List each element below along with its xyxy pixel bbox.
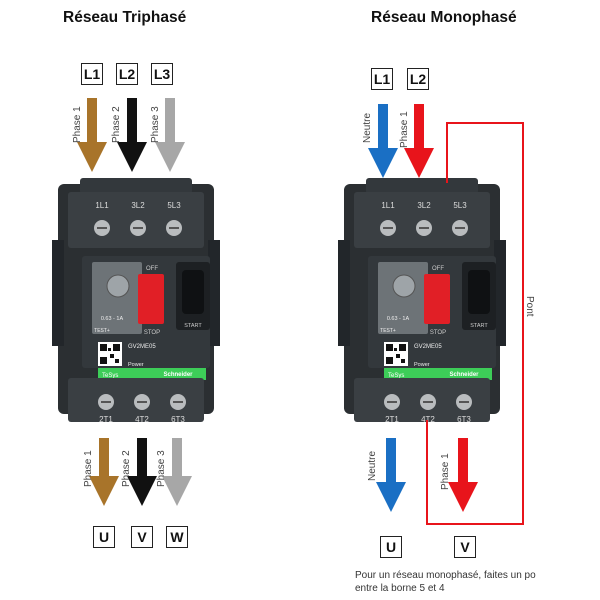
arrow-shaft xyxy=(386,438,396,484)
terminal-5l3: 5L3 xyxy=(453,201,467,210)
neutral-top-arrow xyxy=(368,104,398,178)
bridge-label: Pont xyxy=(524,296,535,317)
title-monophase: Réseau Monophasé xyxy=(371,9,517,26)
motor-circuit-breaker-left: 1L1 3L2 5L3 0.63 - 1A TEST+ OFF STOP STA… xyxy=(52,178,220,424)
neutral-bottom-label: Neutre xyxy=(367,450,378,481)
phase1-top-arrow-mono xyxy=(404,104,434,178)
arrow-head xyxy=(155,142,185,172)
terminal-2t1: 2T1 xyxy=(385,415,399,424)
phase1-bottom-arrow xyxy=(89,438,119,506)
phase2-top-arrow xyxy=(117,98,147,172)
input-l3-box: L3 xyxy=(151,63,173,85)
off-label: OFF xyxy=(146,266,158,272)
arrow-head xyxy=(376,482,406,512)
instruction-note-line2: entre la borne 5 et 4 xyxy=(355,583,445,594)
arrow-head xyxy=(117,142,147,172)
model-label: GV2ME05 xyxy=(128,344,156,350)
model-label: GV2ME05 xyxy=(414,344,442,350)
arrow-head xyxy=(127,476,157,506)
input-l1-box-mono: L1 xyxy=(371,68,393,90)
top-terminal-screws xyxy=(380,220,468,236)
range-label: 0.63 - 1A xyxy=(101,316,124,322)
terminal-4t2: 4T2 xyxy=(135,415,149,424)
motor-circuit-breaker-right: 1L1 3L2 5L3 0.63 - 1A TEST+ OFF STOP STA… xyxy=(338,178,506,424)
output-w-box: W xyxy=(166,526,188,548)
stop-button xyxy=(138,274,164,324)
phase1-top-arrow xyxy=(77,98,107,172)
bottom-terminal-screws xyxy=(98,394,186,410)
range-label: 0.63 - 1A xyxy=(387,316,410,322)
stop-label: STOP xyxy=(430,330,446,336)
start-label: START xyxy=(470,323,488,329)
power-label: Power xyxy=(128,362,144,368)
arrow-head xyxy=(448,482,478,512)
terminal-3l2: 3L2 xyxy=(131,201,145,210)
arrow-shaft xyxy=(99,438,109,478)
series-label: TeSys xyxy=(388,373,404,379)
phase1-bottom-label-mono: Phase 1 xyxy=(440,453,451,490)
off-label: OFF xyxy=(432,266,444,272)
instruction-note: Pour un réseau monophasé, faites un po e… xyxy=(355,569,536,595)
arrow-shaft xyxy=(378,104,388,150)
output-v-box-mono: V xyxy=(454,536,476,558)
phase3-top-arrow xyxy=(155,98,185,172)
terminal-6t3: 6T3 xyxy=(171,415,185,424)
input-l1-box: L1 xyxy=(81,63,103,85)
terminal-5l3: 5L3 xyxy=(167,201,181,210)
arrow-head xyxy=(162,476,192,506)
output-v-box: V xyxy=(131,526,153,548)
qr-code-icon xyxy=(98,342,122,366)
neutral-bottom-arrow xyxy=(376,438,406,512)
terminal-2t1: 2T1 xyxy=(99,415,113,424)
terminal-4t2: 4T2 xyxy=(421,415,435,424)
series-label: TeSys xyxy=(102,373,118,379)
arrow-shaft xyxy=(127,98,137,144)
start-button xyxy=(468,270,490,314)
arrow-head xyxy=(89,476,119,506)
arrow-head xyxy=(368,148,398,178)
start-label: START xyxy=(184,323,202,329)
stop-label: STOP xyxy=(144,330,160,336)
test-label: TEST+ xyxy=(94,328,110,334)
stop-button xyxy=(424,274,450,324)
input-l2-box-mono: L2 xyxy=(407,68,429,90)
terminal-1l1: 1L1 xyxy=(381,201,395,210)
power-label: Power xyxy=(414,362,430,368)
arrow-head xyxy=(404,148,434,178)
phase3-bottom-arrow xyxy=(162,438,192,506)
bottom-terminal-screws xyxy=(384,394,472,410)
arrow-shaft xyxy=(87,98,97,144)
arrow-shaft xyxy=(414,104,424,150)
top-terminal-screws xyxy=(94,220,182,236)
terminal-6t3: 6T3 xyxy=(457,415,471,424)
arrow-shaft xyxy=(172,438,182,478)
title-triphase: Réseau Triphasé xyxy=(63,9,187,26)
terminal-1l1: 1L1 xyxy=(95,201,109,210)
arrow-shaft xyxy=(137,438,147,478)
brand-label: Schneider xyxy=(449,372,479,378)
start-button xyxy=(182,270,204,314)
output-u-box: U xyxy=(93,526,115,548)
arrow-shaft xyxy=(458,438,468,484)
arrow-shaft xyxy=(165,98,175,144)
test-label: TEST+ xyxy=(380,328,396,334)
arrow-head xyxy=(77,142,107,172)
brand-label: Schneider xyxy=(163,372,193,378)
qr-code-icon xyxy=(384,342,408,366)
output-u-box-mono: U xyxy=(380,536,402,558)
phase1-bottom-arrow-mono xyxy=(448,438,478,512)
terminal-3l2: 3L2 xyxy=(417,201,431,210)
input-l2-box: L2 xyxy=(116,63,138,85)
phase2-bottom-arrow xyxy=(127,438,157,506)
instruction-note-line1: Pour un réseau monophasé, faites un po xyxy=(355,570,536,581)
